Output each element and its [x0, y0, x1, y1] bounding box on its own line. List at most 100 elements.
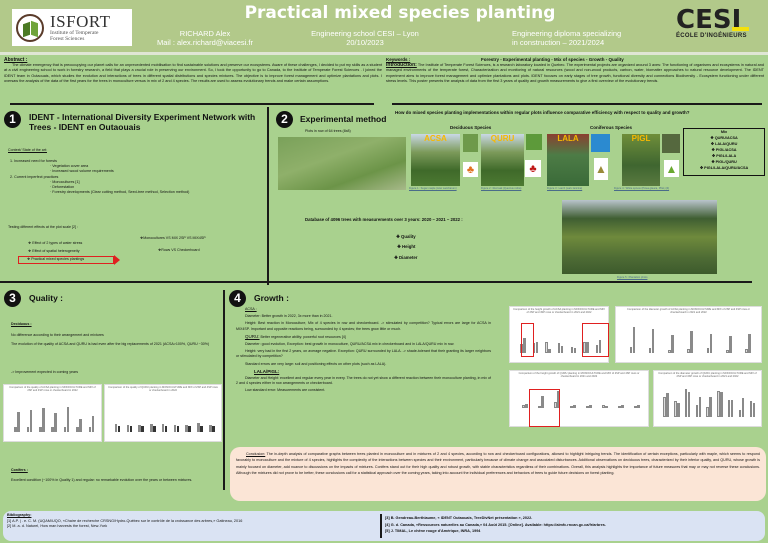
divider	[0, 281, 752, 283]
lala-needle-thumb	[591, 134, 610, 152]
section-2-title: Experimental method	[300, 114, 387, 124]
lala-pigl-errors: Low standard error: Measurements are con…	[245, 388, 326, 393]
species-code-pigl: PIGL	[631, 134, 651, 143]
conifers-label: Conifers :	[11, 468, 28, 472]
species-code-quru: QURU	[490, 134, 515, 143]
figure-caption-3: Figure 3 : Larch (Larix laricina)	[547, 187, 583, 190]
reference-4: [4] G. d. Canada, «Ressources naturelles…	[385, 522, 606, 527]
context-list: 1. Increased need for forests · Vegetati…	[10, 159, 250, 195]
comparison-layout: ❖Rows VS Checkerboard	[158, 248, 200, 252]
abstract-block: Abstract : The climate emergency that is…	[4, 57, 382, 85]
poster-title: Practical mixed species planting	[244, 3, 556, 23]
introduction-label: Introduction:	[386, 62, 417, 68]
chart-diameter-quru: Comparison of the diameter growth of QUR…	[653, 370, 762, 427]
measure-quality: ❖ Quality	[396, 234, 416, 239]
quru-errors: Standard errors are very large: soil and…	[245, 361, 387, 366]
quru-growth-head: QURU: Better regenerative ability: power…	[245, 333, 346, 339]
context-subitem: · Forestry developments (Clear cutting m…	[50, 190, 190, 195]
reference-2: [2] M. a. d. Naturel, How man harvests t…	[7, 524, 108, 528]
quru-photo: QURU	[481, 134, 524, 186]
species-code-acsa: ACSA	[424, 134, 447, 143]
highlight-box	[529, 389, 560, 427]
chart-title: Comparison of the diameter growth of QUR…	[658, 372, 757, 379]
figure-caption-1: Figure 1 : Sugar maple (Acer saccharum)	[409, 187, 457, 190]
author-mail: Mail : alex.richard@viacesi.fr	[157, 38, 253, 47]
school-block: Engineering school CESI – Lyon 20/10/202…	[290, 29, 440, 47]
larch-tree-icon: ▲	[594, 158, 608, 180]
chart-title: Comparison of the quality of ACSA planti…	[9, 386, 96, 393]
bibliography-block: Bibliography: [1] A.P. | . e. C. M. (UQA…	[3, 511, 765, 541]
cesi-logo: CESI ÉCOLE D'INGÉNIEURS	[676, 7, 750, 47]
keywords-label: Keywords :	[386, 57, 411, 62]
divider	[223, 290, 225, 490]
context-label: Context/ State of the art:	[8, 148, 47, 152]
section-1-title: IDENT - International Diversity Experime…	[29, 112, 256, 132]
reference-1: [1] A.P. | . e. C. M. (UQAM/UQO, «Chaire…	[7, 518, 243, 523]
mix-item: ❖ PIGL/QURU	[711, 160, 737, 164]
section-ident: 1 IDENT - International Diversity Experi…	[4, 107, 266, 275]
acsa-diameter: Diameter: Better growth in 2022, 3x more…	[245, 314, 333, 319]
mix-item: ❖ PIGL/LALA	[711, 154, 737, 158]
chart-quality-quru: Comparison of the quality of QURU planti…	[104, 384, 222, 442]
growth-text: ACSA : Diameter: Better growth in 2022, …	[236, 307, 491, 394]
conclusion-block: Conclusion: The in-depth analysis of com…	[230, 447, 766, 501]
mix-item: ❖ PIGL/LALA/QURU/ACSA	[699, 166, 749, 170]
bibliography-left: Bibliography: [1] A.P. | . e. C. M. (UQA…	[7, 513, 377, 530]
acsa-leaf-thumb	[463, 134, 478, 152]
effect-mixed-species: ❖ Practical mixed species plantings	[27, 257, 85, 261]
chart-height-acsa: Comparison of the height growth of ACSA …	[509, 306, 609, 363]
acsa-growth-label: ACSA :	[245, 307, 257, 311]
deciduous-label: Deciduous Species	[450, 125, 492, 130]
species-code-lala: LALA	[557, 134, 579, 143]
cesi-name: CESI	[676, 5, 742, 35]
poster-date: 20/10/2023	[346, 38, 384, 47]
section-3-title: Quality :	[29, 293, 64, 303]
introduction-text: The Institute of Temperate Forest Scienc…	[386, 63, 764, 84]
isfort-leaf-icon	[16, 13, 44, 42]
keywords-block: Keywords : Forestry - Experimental plant…	[386, 57, 764, 85]
effect-spatial: ❖ Effect of spatial heterogeneity	[28, 249, 80, 253]
spruce-tree-icon: ▲	[664, 160, 679, 177]
comparison-mixes: ❖Monocultures VS MIX 2SP VS MIX4SP	[140, 236, 206, 240]
highlight-box	[582, 323, 609, 357]
chart-title: Comparison of the height growth of ACSA …	[513, 308, 605, 315]
acsa-height: Height: Best reaction in Monoculture, Mi…	[236, 321, 491, 331]
chart-title: Comparison of the quality of QURU planti…	[108, 386, 218, 393]
oak-tree-icon: ♣	[525, 160, 541, 177]
keywords-value: Forestry - Experimental planting - Mix o…	[481, 57, 624, 62]
context-subitem: · Vegetation cover area	[50, 164, 89, 169]
isfort-logo: ISFORT Institute of Temperate Forest Sci…	[12, 9, 132, 46]
chart-height-quru: Comparison of the height growth of QURU …	[509, 370, 649, 427]
figure-caption-2: Figure 2 : Red oak (Quercus rubra)	[481, 187, 522, 190]
isfort-subtitle-2: Forest Sciences	[50, 36, 85, 42]
aerial-plot-photo	[278, 137, 406, 190]
context-item: 2. Current imperfect practices	[10, 174, 59, 179]
isfort-subtitle-1: Institute of Temperate	[50, 30, 99, 36]
context-subitem: · Monocultures [1]	[50, 179, 80, 184]
pigl-cone-thumb	[662, 134, 680, 153]
conifers-text: Excellent condition (~100% in Quality 1)…	[11, 478, 193, 482]
chart-quality-acsa: Comparison of the quality of ACSA planti…	[3, 384, 102, 442]
lala-photo: LALA	[547, 134, 589, 186]
effect-water-stress: ❖ Effect of 2 types of water stress	[28, 241, 83, 245]
author-name: RICHARD Alex	[179, 29, 231, 38]
mix-item: ❖ LALA/QURU	[710, 142, 738, 146]
quru-leaf-thumb	[526, 134, 542, 150]
divider	[392, 103, 762, 105]
testing-label: Testing different effects at the plot sc…	[8, 225, 78, 229]
mix-item: ❖ QURU/ACSA	[710, 136, 738, 140]
diploma-line-2: in construction – 2021/2024	[512, 38, 605, 47]
divider	[10, 103, 374, 105]
bibliography-right: [3] B. Gendreau-Berthiaume, « IDENT Outa…	[385, 515, 760, 535]
abstract-label: Abstract :	[4, 57, 28, 63]
section-number-4: 4	[229, 290, 246, 307]
diploma-block: Engineering diploma specializing in cons…	[512, 29, 662, 47]
bibliography-label: Bibliography:	[7, 513, 32, 517]
reference-3: [3] B. Gendreau-Berthiaume, « IDENT Outa…	[385, 516, 533, 520]
diploma-line-1: Engineering diploma specializing	[512, 29, 622, 38]
section-number-1: 1	[4, 111, 21, 128]
lala-pigl-growth: Diameter and Height: excellent and regul…	[236, 376, 491, 386]
conclusion-text: The in-depth analysis of comparative gra…	[236, 452, 760, 475]
quru-height: Height: very bad in the first 2 years, o…	[236, 349, 491, 359]
highlight-box	[521, 323, 534, 357]
